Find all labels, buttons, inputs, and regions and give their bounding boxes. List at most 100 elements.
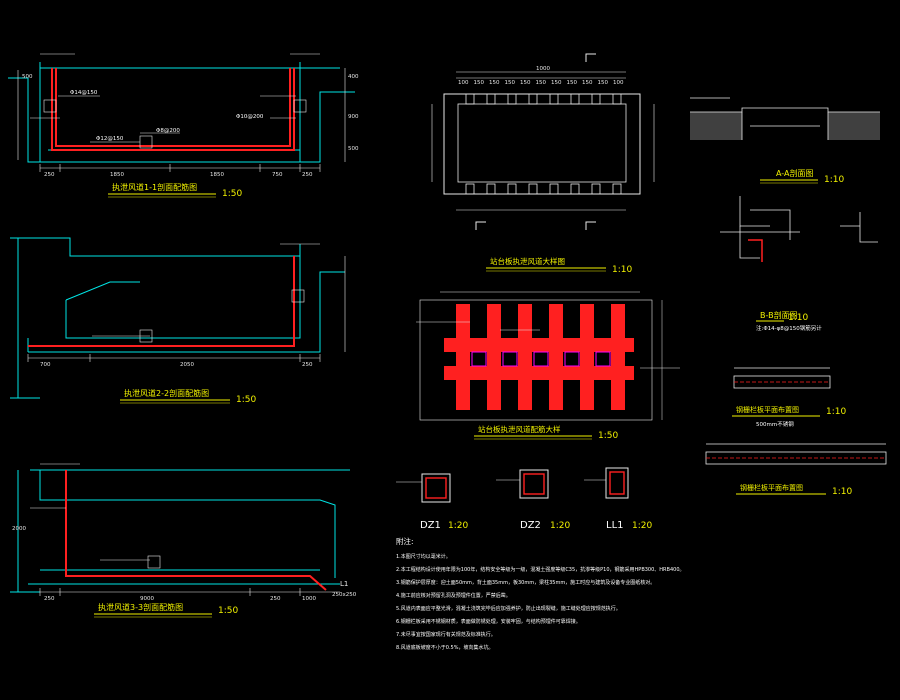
plan-outer <box>443 93 641 195</box>
section-2-2 <box>10 237 346 399</box>
scale-sec22: 1:50 <box>236 395 256 405</box>
scale-ll1: 1:20 <box>632 521 652 531</box>
scale-bb: 1:10 <box>788 313 808 323</box>
plan-dim-label: 150 <box>474 80 485 86</box>
section-1-1-dims <box>17 53 346 172</box>
plan-stud-bottom <box>612 183 622 195</box>
note-line-2: 3.钢筋保护层厚度：迎土面50mm，背土面35mm，板30mm，梁柱35mm，施… <box>396 579 655 586</box>
note-line-0: 1.本图尺寸均以毫米计。 <box>396 553 451 560</box>
dim-sec22-1: 2050 <box>180 362 194 368</box>
rebar-label-1: Φ10@200 <box>236 114 264 120</box>
note-line-7: 8.风道底板坡度不小于0.5%，坡向集水坑。 <box>396 644 493 651</box>
plan-stud-top <box>591 93 601 105</box>
reinforcement-opening <box>471 351 487 367</box>
rebar-label-2: Φ12@150 <box>96 136 124 142</box>
plan-stud-top <box>486 93 496 105</box>
reinforcement-column <box>487 304 501 410</box>
dz2-detail <box>496 469 549 499</box>
plan-stud-bottom <box>570 183 580 195</box>
scale-dz1: 1:20 <box>448 521 468 531</box>
scale-plan: 1:10 <box>612 265 632 275</box>
plan-stud-bottom <box>549 183 559 195</box>
dim-sec22-2: 250 <box>302 362 313 368</box>
dim-sec11-side-3: 500 <box>22 74 33 80</box>
plan-inner <box>457 103 627 183</box>
note-line-6: 7.未尽事宜按国家现行有关规范及标准执行。 <box>396 631 496 638</box>
note-grate1: 500mm不锈钢 <box>756 420 794 428</box>
dim-l1-size: 250x250 <box>332 592 357 598</box>
title-plan: 站台板执泄风道大样图 <box>490 256 565 266</box>
reinforcement-beam-bottom <box>444 366 634 380</box>
dim-sec11-4: 250 <box>302 172 313 178</box>
section-3-3 <box>10 463 350 596</box>
dim-sec33-4: 2000 <box>12 526 26 532</box>
reinforcement-opening <box>533 351 549 367</box>
dim-sec11-3: 750 <box>272 172 283 178</box>
plan-stud-top <box>507 93 517 105</box>
note-line-1: 2.本工程结构设计使用年限为100年，结构安全等级为一级，混凝土强度等级C35，… <box>396 566 685 573</box>
section-2-2-dims <box>27 243 346 362</box>
reinforcement-column <box>580 304 594 410</box>
scale-grate1: 1:10 <box>826 407 846 417</box>
section-2-2-rebar <box>28 256 295 347</box>
dim-sec33-1: 9000 <box>140 596 154 602</box>
dim-sec11-1: 1850 <box>110 172 124 178</box>
rebar-label-0: Φ14@150 <box>70 90 98 96</box>
dimension-texts: 250 1850 1850 750 250 400 900 500 500 70… <box>12 66 624 602</box>
section-bb <box>720 196 878 262</box>
dim-sec22-0: 700 <box>40 362 51 368</box>
plan-stud-top <box>612 93 622 105</box>
grating-plan-1 <box>733 367 831 389</box>
section-2-2-outline <box>10 237 345 399</box>
reinforcement-beam-top <box>444 338 634 352</box>
reinforcement-openings <box>471 351 611 367</box>
reinforcement-opening <box>595 351 611 367</box>
scale-sec11: 1:50 <box>222 189 242 199</box>
plan-detail <box>431 53 655 230</box>
plan-studs-top <box>465 93 622 105</box>
reinforcement-columns <box>456 304 625 410</box>
plan-dim-label: 150 <box>567 80 578 86</box>
section-3-3-dims <box>39 463 340 596</box>
title-grate1: 钢栅栏板平面布置图 <box>736 405 799 414</box>
title-sec11: 执泄风道1-1剖面配筋图 <box>112 182 197 192</box>
grating-plan-2 <box>705 443 887 465</box>
notes-heading: 附注: <box>396 536 414 546</box>
section-1-1-callouts <box>30 95 296 143</box>
title-ll1: LL1 <box>606 520 624 531</box>
section-3-3-outline <box>10 469 350 593</box>
scale-grate2: 1:10 <box>832 487 852 497</box>
reinforcement-column <box>518 304 532 410</box>
plan-stud-bottom <box>507 183 517 195</box>
plan-dim-label: 100 <box>458 80 469 86</box>
plan-stud-bottom <box>486 183 496 195</box>
dim-sec11-side-2: 500 <box>348 146 359 152</box>
dz1-detail <box>396 473 451 503</box>
reinforcement-frame <box>419 299 653 421</box>
scale-sec33: 1:50 <box>218 606 238 616</box>
plan-stud-bottom <box>591 183 601 195</box>
section-1-1-stirrups <box>43 99 307 149</box>
section-1-1 <box>8 53 355 172</box>
notes-block: 附注: 1.本图尺寸均以毫米计。 2.本工程结构设计使用年限为100年，结构安全… <box>396 536 685 651</box>
dim-sec33-3: 1000 <box>302 596 316 602</box>
dim-sec11-0: 250 <box>44 172 55 178</box>
aa-ground-left <box>690 112 742 140</box>
title-bb: B-B剖面图 <box>760 310 798 320</box>
plan-dim-label: 150 <box>489 80 500 86</box>
section-1-1-rebar <box>51 68 295 151</box>
view-titles: 执泄风道1-1剖面配筋图 1:50 执泄风道2-2剖面配筋图 1:50 执泄风道… <box>94 168 852 618</box>
plan-dim-label: 150 <box>520 80 531 86</box>
plan-dim-label: 150 <box>551 80 562 86</box>
title-sec33: 执泄风道3-3剖面配筋图 <box>98 602 183 612</box>
note-line-3: 4.施工前应核对预留孔洞及预埋件位置，严禁后凿。 <box>396 592 511 599</box>
dim-sec33-0: 250 <box>44 596 55 602</box>
plan-stud-top <box>570 93 580 105</box>
plan-dim-label: 150 <box>505 80 516 86</box>
dim-sec11-2: 1850 <box>210 172 224 178</box>
scale-aa: 1:10 <box>824 175 844 185</box>
plan-dim-label: 100 <box>613 80 624 86</box>
dim-sec11-side-1: 900 <box>348 114 359 120</box>
